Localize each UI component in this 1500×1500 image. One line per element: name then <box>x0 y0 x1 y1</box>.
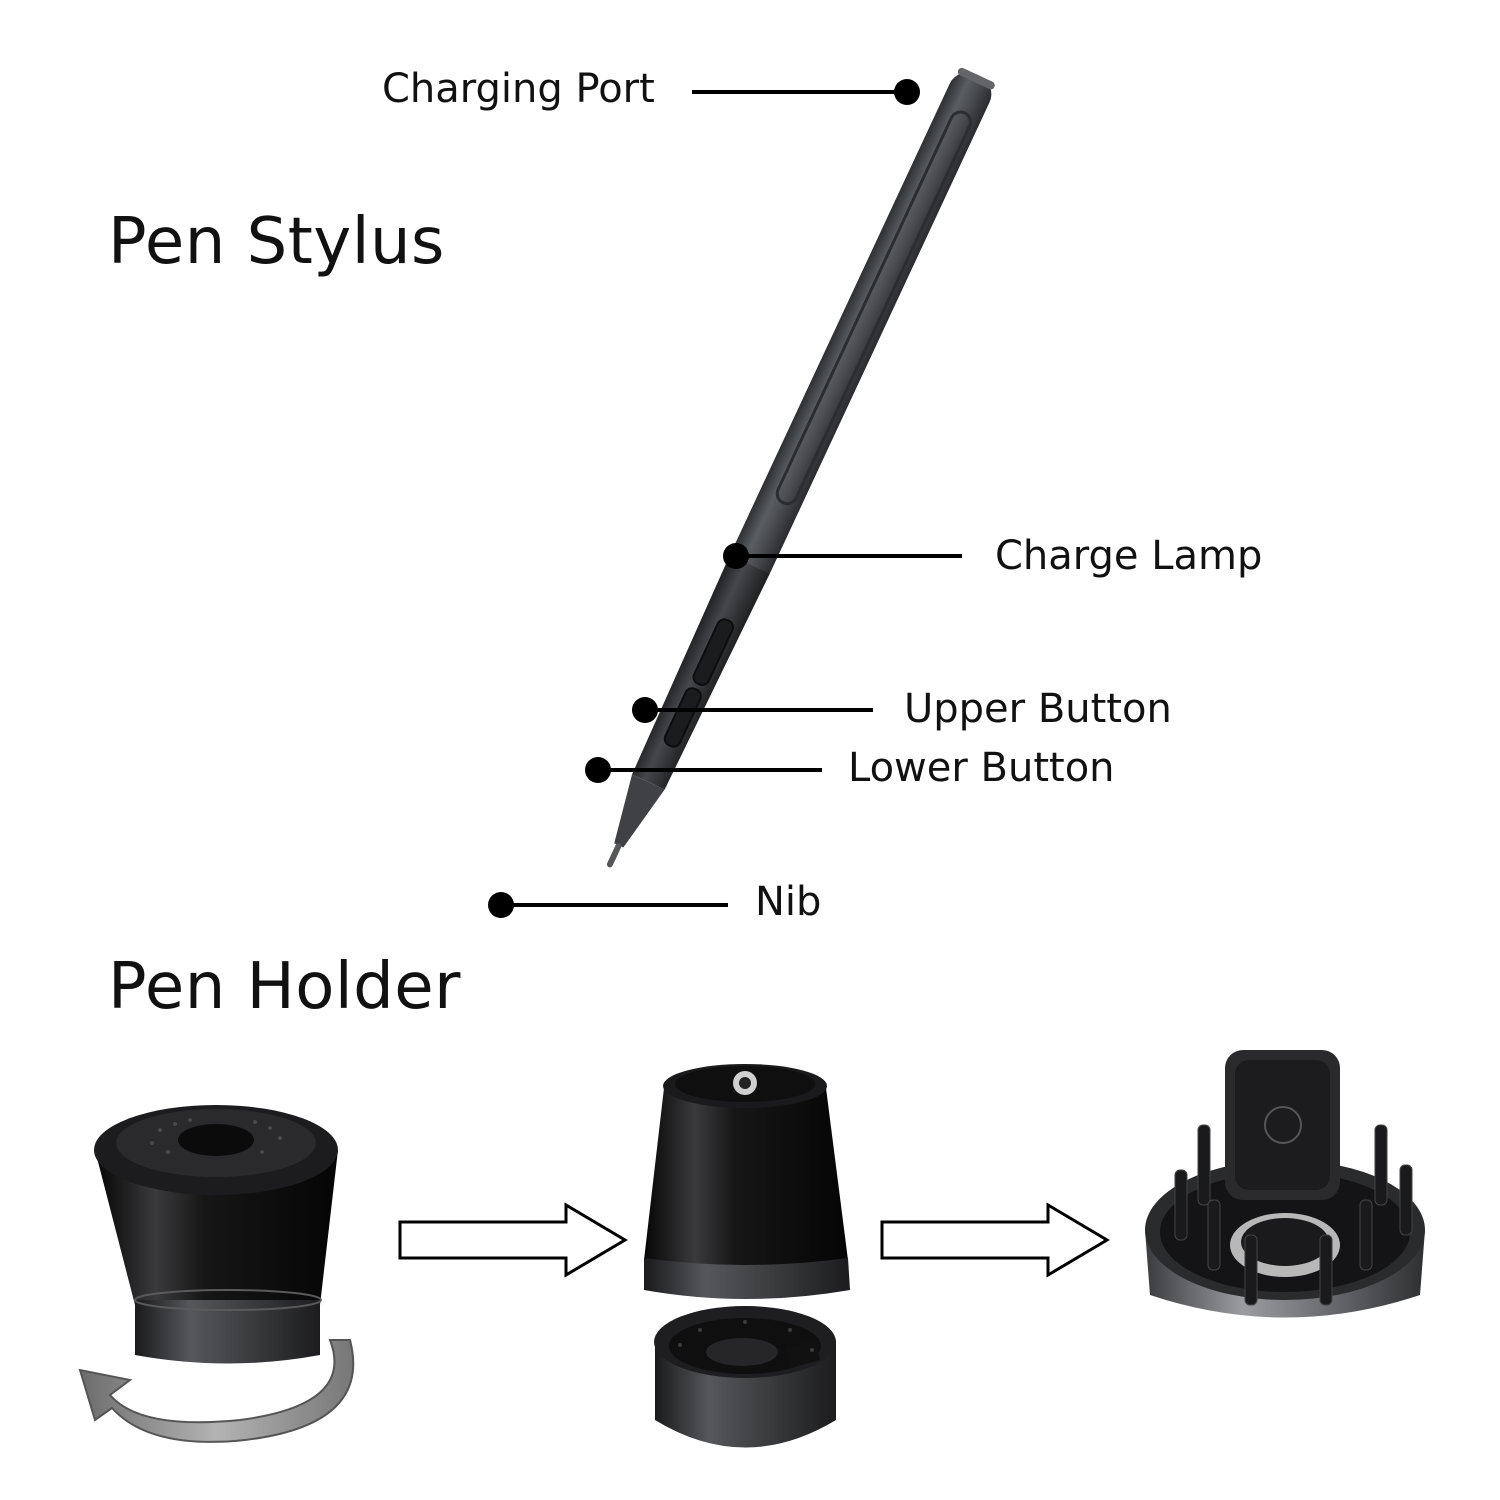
step-arrow-2-icon <box>880 1202 1110 1278</box>
pen-holder-assembled <box>78 1105 355 1443</box>
pen-holder-bottom-part <box>654 1306 836 1448</box>
nib-label: Nib <box>755 879 822 925</box>
pen-barrel <box>727 72 992 586</box>
rotate-arrow-icon <box>78 1339 355 1443</box>
upper-button-label: Upper Button <box>904 686 1172 732</box>
pen-holder-title: Pen Holder <box>108 950 461 1024</box>
pen-stylus-title: Pen Stylus <box>108 205 445 279</box>
upper-side-button-icon <box>692 618 735 686</box>
pen-tip-cone <box>614 774 665 848</box>
leader-lower-button <box>585 757 822 783</box>
charge-lamp-label: Charge Lamp <box>995 533 1263 579</box>
pen-nib-icon <box>606 843 622 868</box>
leader-charging-port <box>692 79 920 105</box>
pen-top-cap <box>957 67 995 90</box>
charging-port-label: Charging Port <box>382 66 655 112</box>
leader-charge-lamp <box>723 543 962 569</box>
lower-button-label: Lower Button <box>848 745 1115 791</box>
pen-flat-groove <box>775 110 972 506</box>
lower-side-button-icon <box>663 687 702 748</box>
spare-nibs-icon <box>1174 1124 1413 1306</box>
step-arrow-1-icon <box>398 1202 628 1278</box>
leader-upper-button <box>632 697 873 723</box>
pen-stylus <box>606 67 995 868</box>
pen-holder-open <box>1145 1050 1425 1318</box>
leader-nib <box>488 892 728 918</box>
pen-holder-top-part <box>644 1064 850 1299</box>
